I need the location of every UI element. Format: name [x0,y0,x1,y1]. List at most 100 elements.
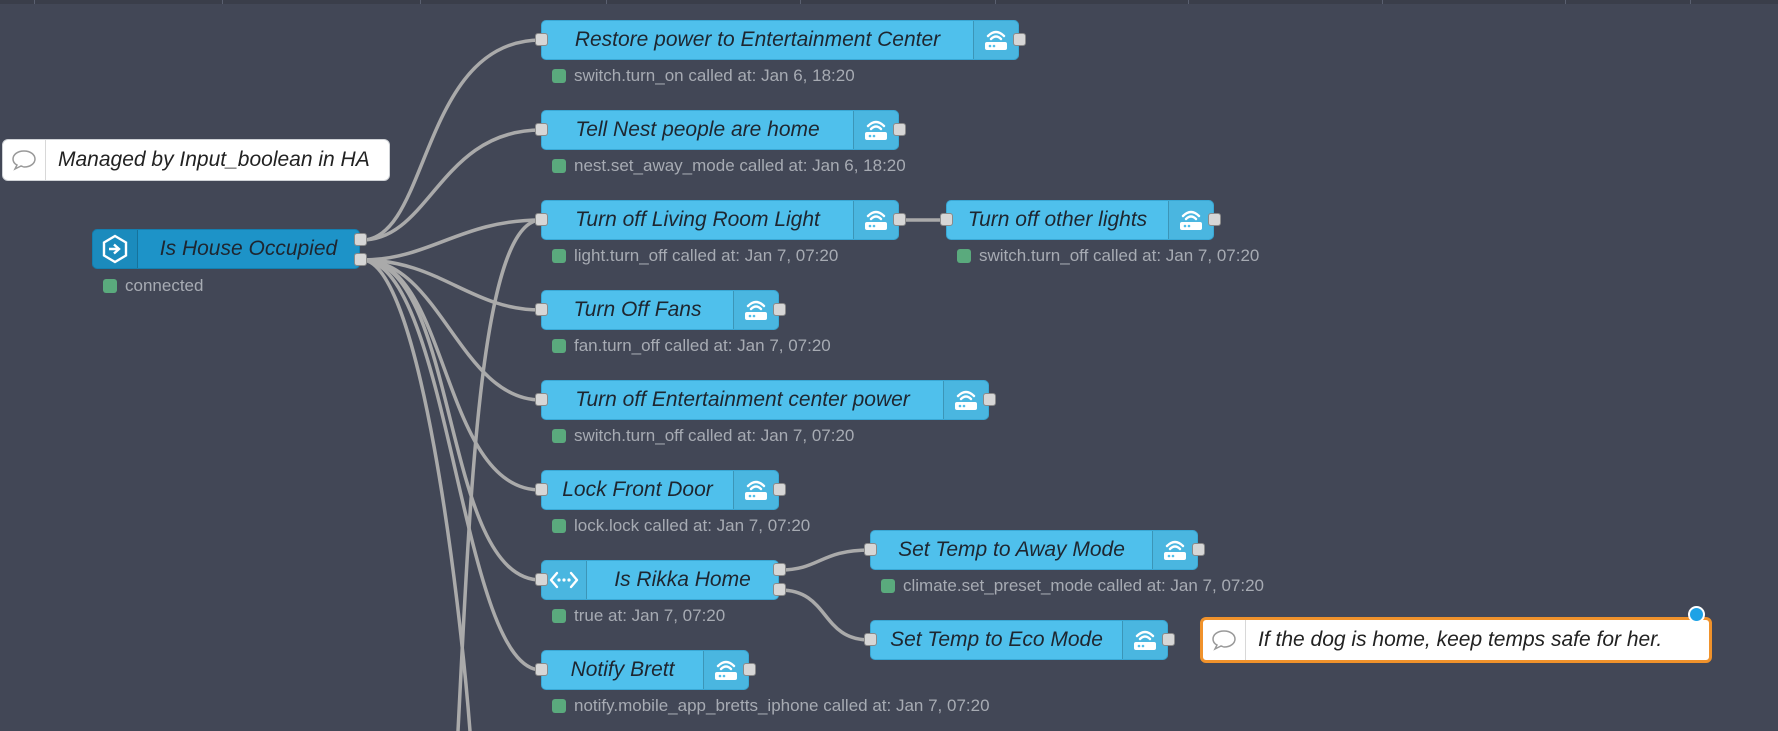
node-label: Is Rikka Home [614,568,751,591]
node-notify-brett[interactable]: Notify Brett [541,650,749,690]
input-port[interactable] [535,393,548,406]
input-port[interactable] [864,633,877,646]
output-port[interactable] [1013,33,1026,46]
status-text: lock.lock called at: Jan 7, 07:20 [574,516,811,535]
wire-to-fans [360,258,543,312]
status-text: true at: Jan 7, 07:20 [574,606,726,625]
node-restore-power[interactable]: Restore power to Entertainment Center [541,20,1019,60]
output-port[interactable] [773,583,786,596]
wire-to-tell-nest [360,128,543,242]
node-label: Turn off Entertainment center power [575,388,910,411]
node-status: true at: Jan 7, 07:20 [552,606,725,626]
switch-node-icon [542,561,587,599]
service-router-icon [1152,531,1197,569]
comment-label: Managed by Input_boolean in HA [58,148,370,171]
trigger-node-is-house-occupied[interactable]: Is House Occupied [92,229,360,269]
node-status: fan.turn_off called at: Jan 7, 07:20 [552,336,831,356]
node-label: Turn off Living Room Light [575,208,820,231]
node-fans[interactable]: Turn Off Fans [541,290,779,330]
output-port[interactable] [1192,543,1205,556]
output-port[interactable] [983,393,996,406]
status-indicator [103,279,117,293]
output-port[interactable] [354,253,367,266]
node-status: switch.turn_off called at: Jan 7, 07:20 [552,426,854,446]
node-status: nest.set_away_mode called at: Jan 6, 18:… [552,156,906,176]
wire-off-canvas-2 [456,218,543,731]
input-port[interactable] [535,573,548,586]
trigger-state-icon [93,230,138,268]
node-is-rikka-home[interactable]: Is Rikka Home [541,560,779,600]
service-router-icon [943,381,988,419]
output-port[interactable] [773,483,786,496]
node-set-temp-eco[interactable]: Set Temp to Eco Mode [870,620,1168,660]
service-router-icon [853,111,898,149]
node-living-room-light[interactable]: Turn off Living Room Light [541,200,899,240]
status-text: switch.turn_off called at: Jan 7, 07:20 [979,246,1260,265]
editor-top-bar [0,0,1778,4]
status-indicator [552,609,566,623]
service-router-icon [703,651,748,689]
service-router-icon [1122,621,1167,659]
comment-label: If the dog is home, keep temps safe for … [1258,628,1663,651]
status-indicator [552,159,566,173]
input-port[interactable] [940,213,953,226]
node-status: notify.mobile_app_bretts_iphone called a… [552,696,990,716]
wire-to-is-rikka-home [360,258,543,582]
input-port[interactable] [535,303,548,316]
comment-node-managed[interactable]: Managed by Input_boolean in HA [2,139,390,181]
node-lock-front-door[interactable]: Lock Front Door [541,470,779,510]
output-port[interactable] [773,563,786,576]
status-text: connected [125,276,204,295]
node-status: climate.set_preset_mode called at: Jan 7… [881,576,1264,596]
wire-off-canvas-1 [360,258,472,731]
node-status: switch.turn_off called at: Jan 7, 07:20 [957,246,1259,266]
output-port[interactable] [773,303,786,316]
service-router-icon [973,21,1018,59]
status-indicator [881,579,895,593]
node-tell-nest[interactable]: Tell Nest people are home [541,110,899,150]
status-text: notify.mobile_app_bretts_iphone called a… [574,696,990,715]
node-status: light.turn_off called at: Jan 7, 07:20 [552,246,838,266]
node-status: lock.lock called at: Jan 7, 07:20 [552,516,810,536]
output-port[interactable] [743,663,756,676]
node-label: Tell Nest people are home [575,118,820,141]
output-port[interactable] [893,123,906,136]
status-text: nest.set_away_mode called at: Jan 6, 18:… [574,156,906,175]
node-label: Turn off other lights [967,208,1148,231]
node-label: Is House Occupied [159,237,338,260]
service-router-icon [733,471,778,509]
input-port[interactable] [535,123,548,136]
node-other-lights[interactable]: Turn off other lights [946,200,1214,240]
status-indicator [552,339,566,353]
input-port[interactable] [864,543,877,556]
node-label: Notify Brett [570,658,675,681]
node-set-temp-away[interactable]: Set Temp to Away Mode [870,530,1198,570]
input-port[interactable] [535,213,548,226]
wire-rikka-to-away [778,548,872,572]
output-port[interactable] [1162,633,1175,646]
wire-to-restore-power [360,38,543,242]
service-router-icon [853,201,898,239]
node-entertainment-power[interactable]: Turn off Entertainment center power [541,380,989,420]
status-text: switch.turn_on called at: Jan 6, 18:20 [574,66,855,85]
service-router-icon [1168,201,1213,239]
status-text: climate.set_preset_mode called at: Jan 7… [903,576,1264,595]
input-port[interactable] [535,483,548,496]
output-port[interactable] [1208,213,1221,226]
status-text: fan.turn_off called at: Jan 7, 07:20 [574,336,831,355]
input-port[interactable] [535,33,548,46]
output-port[interactable] [354,233,367,246]
node-label: Turn Off Fans [573,298,702,321]
node-label: Set Temp to Eco Mode [890,628,1103,651]
comment-node-dog[interactable]: If the dog is home, keep temps safe for … [1200,617,1712,663]
status-text: switch.turn_off called at: Jan 7, 07:20 [574,426,855,445]
status-indicator [552,519,566,533]
status-indicator [957,249,971,263]
comment-bubble-icon [3,140,46,180]
input-port[interactable] [535,663,548,676]
status-indicator [552,429,566,443]
output-port[interactable] [893,213,906,226]
wire-to-living-room-light [360,218,543,262]
status-indicator [552,69,566,83]
